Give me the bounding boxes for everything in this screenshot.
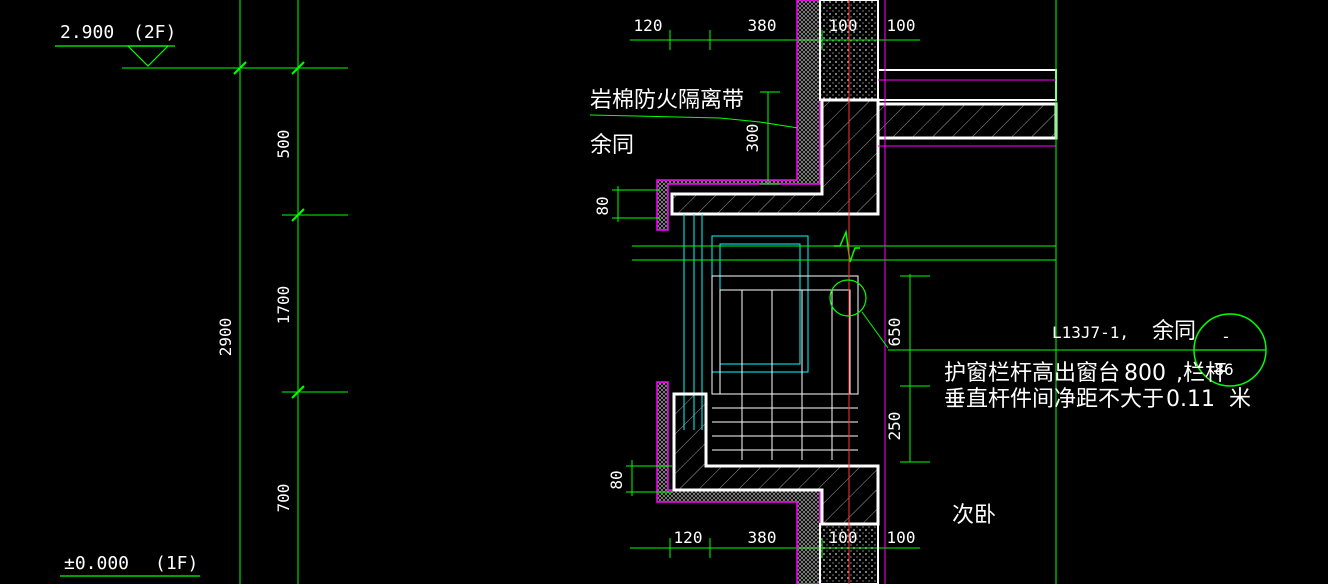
note-railing-value2: 0.11 <box>1166 387 1215 412</box>
dim-80-top: 80 <box>593 196 612 215</box>
note-detail-ref: L13J7-1, <box>1052 323 1129 342</box>
dim-650: 650 <box>885 318 904 347</box>
dim-300-lines <box>760 91 780 185</box>
dim-1700: 1700 <box>274 286 293 325</box>
level-lower-floor: (1F) <box>155 553 198 574</box>
dim-700: 700 <box>274 484 293 513</box>
index-bubble-bottom: 86 <box>1214 360 1233 379</box>
note-firebreak-rest: 余同 <box>590 133 634 158</box>
dim-650-250-lines <box>900 274 930 463</box>
level-mark-upper: 2.900 (2F) <box>55 22 348 69</box>
window-glazing <box>711 275 859 460</box>
top-dim-2: 380 <box>748 16 777 35</box>
note-detail-rest: 余同 <box>1152 319 1196 344</box>
top-dim-1: 120 <box>634 16 663 35</box>
note-firebreak: 岩棉防火隔离带 <box>590 88 744 113</box>
dim-80-top-lines <box>612 186 660 222</box>
note-railing-tail1: ,栏杆 <box>1176 361 1227 386</box>
floor-slab <box>876 69 1058 147</box>
note-railing-tail2: 米 <box>1229 387 1251 412</box>
dim-80-bottom-lines <box>626 460 672 496</box>
lower-insulation-layer <box>656 381 821 584</box>
note-railing-line2: 垂直杆件间净距不大于0.11 米 <box>944 387 1251 412</box>
note-railing-line2-text: 垂直杆件间净距不大于 <box>944 387 1164 412</box>
dim-500: 500 <box>274 130 293 159</box>
dim-80-bottom: 80 <box>607 470 626 489</box>
note-railing-line1-text: 护窗栏杆高出窗台 <box>944 361 1120 386</box>
firebreak-leader <box>589 114 799 129</box>
bottom-dim-2: 380 <box>748 528 777 547</box>
note-railing-value1: 800 <box>1124 361 1166 386</box>
dim-300: 300 <box>743 124 762 153</box>
level-upper-value: 2.900 <box>60 22 114 43</box>
bottom-dim-4: 100 <box>887 528 916 547</box>
level-mark-lower: ±0.000 (1F) <box>60 553 200 577</box>
room-label: 次卧 <box>952 503 996 528</box>
detail-callout <box>829 279 1267 387</box>
top-dim-4: 100 <box>887 16 916 35</box>
dim-250: 250 <box>885 412 904 441</box>
dim-total-2900: 2900 <box>216 318 235 357</box>
vertical-dimension-chain <box>228 0 348 584</box>
bottom-dim-1: 120 <box>674 528 703 547</box>
level-upper-floor: (2F) <box>133 22 176 43</box>
index-bubble-top: - <box>1221 327 1231 346</box>
level-lower-value: ±0.000 <box>64 553 129 574</box>
horizontal-reference-lines <box>632 245 1056 261</box>
break-line <box>834 229 860 263</box>
wall-axis-line <box>848 0 1057 584</box>
